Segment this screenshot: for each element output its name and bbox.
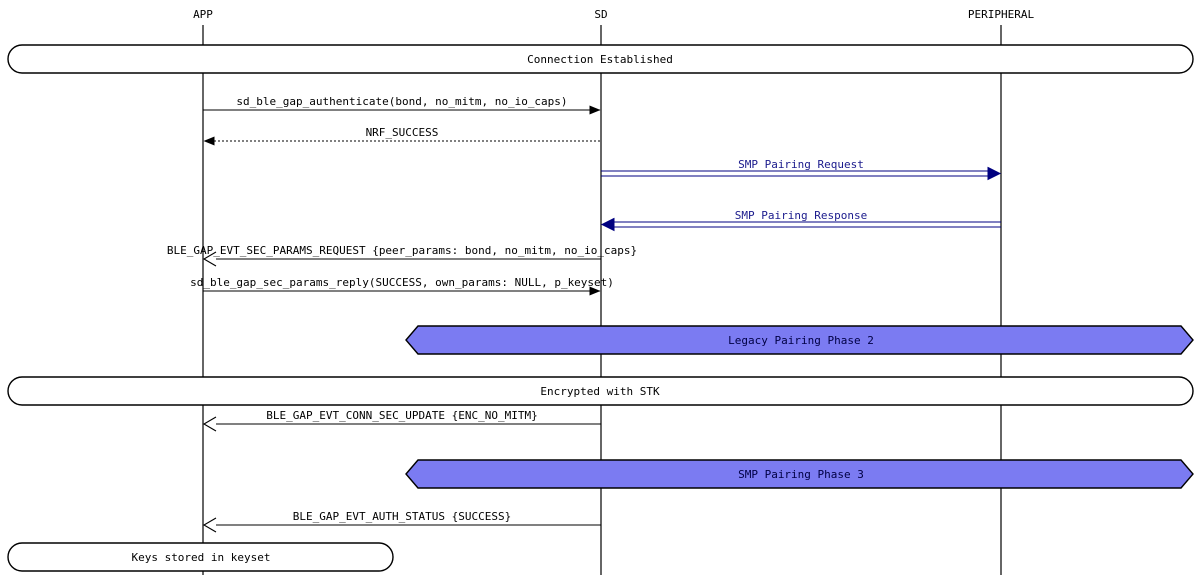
message-nrf-success[interactable]: NRF_SUCCESS: [203, 126, 600, 146]
fragment-box-smp-pairing-phase-3: [405, 459, 1194, 489]
lifeline-label-peripheral: PERIPHERAL: [968, 8, 1035, 21]
message-label-sec-params-request: BLE_GAP_EVT_SEC_PARAMS_REQUEST {peer_par…: [167, 244, 637, 257]
message-label-auth-status: BLE_GAP_EVT_AUTH_STATUS {SUCCESS}: [293, 510, 512, 523]
message-sec-params-reply[interactable]: sd_ble_gap_sec_params_reply(SUCCESS, own…: [190, 276, 614, 296]
note-box-encrypted-with-stk: [7, 376, 1194, 406]
message-auth-status[interactable]: BLE_GAP_EVT_AUTH_STATUS {SUCCESS}: [202, 510, 601, 533]
message-smp-pairing-response[interactable]: SMP Pairing Response: [600, 209, 1001, 232]
fragment-box-legacy-pairing-phase-2: [405, 325, 1194, 355]
fragment-smp-pairing-phase-3: SMP Pairing Phase 3: [405, 459, 1194, 489]
note-box-keys-stored-in-keyset: [7, 542, 394, 572]
message-label-smp-pairing-response: SMP Pairing Response: [735, 209, 867, 222]
fragment-label-smp-pairing-phase-3: SMP Pairing Phase 3: [738, 468, 864, 481]
message-conn-sec-update[interactable]: BLE_GAP_EVT_CONN_SEC_UPDATE {ENC_NO_MITM…: [202, 409, 601, 432]
message-label-smp-pairing-request: SMP Pairing Request: [738, 158, 864, 171]
note-text-keys-stored-in-keyset: Keys stored in keyset: [131, 551, 270, 564]
lifeline-group-peripheral: PERIPHERAL: [968, 8, 1035, 575]
lifeline-label-app: APP: [193, 8, 213, 21]
note-encrypted-with-stk: Encrypted with STK: [7, 376, 1194, 406]
message-sec-params-request[interactable]: BLE_GAP_EVT_SEC_PARAMS_REQUEST {peer_par…: [167, 244, 637, 267]
note-connection-established: Connection Established: [7, 44, 1194, 74]
fragment-label-legacy-pairing-phase-2: Legacy Pairing Phase 2: [728, 334, 874, 347]
message-arrowhead-smp-pairing-request: [987, 166, 1002, 181]
note-text-connection-established: Connection Established: [527, 53, 673, 66]
message-arrowhead-smp-pairing-response: [600, 217, 615, 232]
message-label-nrf-success: NRF_SUCCESS: [366, 126, 439, 139]
message-sd-ble-gap-authenticate[interactable]: sd_ble_gap_authenticate(bond, no_mitm, n…: [203, 95, 601, 115]
message-arrowhead-sec-params-request: [202, 251, 217, 267]
message-label-authenticate: sd_ble_gap_authenticate(bond, no_mitm, n…: [236, 95, 567, 108]
note-keys-stored-in-keyset: Keys stored in keyset: [7, 542, 394, 572]
message-label-sec-params-reply: sd_ble_gap_sec_params_reply(SUCCESS, own…: [190, 276, 614, 289]
message-arrowhead-conn-sec-update: [202, 416, 217, 432]
lifeline-group-app: APP: [193, 8, 213, 575]
lifeline-label-sd: SD: [594, 8, 607, 21]
note-text-encrypted-with-stk: Encrypted with STK: [540, 385, 660, 398]
message-label-conn-sec-update: BLE_GAP_EVT_CONN_SEC_UPDATE {ENC_NO_MITM…: [266, 409, 538, 422]
message-smp-pairing-request[interactable]: SMP Pairing Request: [601, 158, 1002, 181]
note-box-connection-established: [7, 44, 1194, 74]
message-arrowhead-auth-status: [202, 517, 217, 533]
fragment-legacy-pairing-phase-2: Legacy Pairing Phase 2: [405, 325, 1194, 355]
